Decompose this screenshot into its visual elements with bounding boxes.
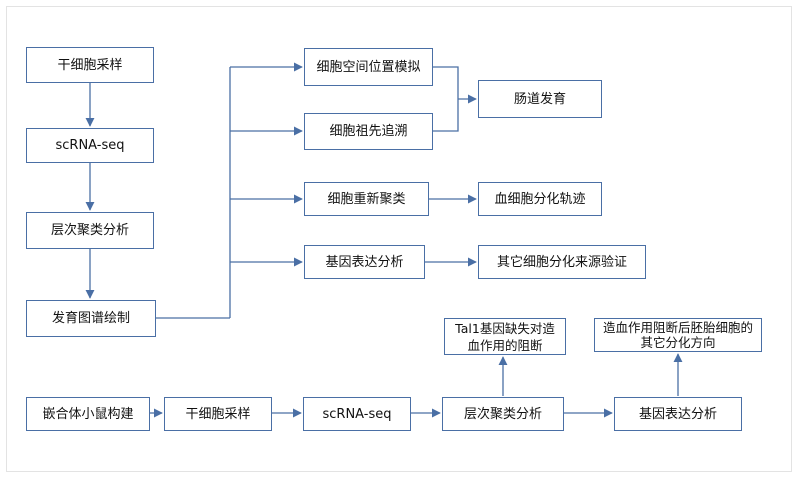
node-chimeric-mouse: 嵌合体小鼠构建 xyxy=(26,397,150,431)
node-scrna-seq: scRNA-seq xyxy=(26,128,154,163)
node-scrna-seq-2: scRNA-seq xyxy=(303,397,411,431)
node-hierarchical-clustering: 层次聚类分析 xyxy=(26,212,154,249)
node-reclustering: 细胞重新聚类 xyxy=(304,182,429,216)
node-gene-expression-analysis: 基因表达分析 xyxy=(304,245,425,279)
node-intestinal-development: 肠道发育 xyxy=(478,80,602,118)
node-stem-cell-sampling-2: 干细胞采样 xyxy=(164,397,272,431)
node-hierarchical-clustering-2: 层次聚类分析 xyxy=(442,397,564,431)
node-other-cell-origin-validation: 其它细胞分化来源验证 xyxy=(478,245,646,279)
node-spatial-position-simulation: 细胞空间位置模拟 xyxy=(304,48,433,86)
node-stem-cell-sampling: 干细胞采样 xyxy=(26,47,154,83)
node-blood-cell-trajectory: 血细胞分化轨迹 xyxy=(478,182,602,216)
node-gene-expression-analysis-2: 基因表达分析 xyxy=(614,397,742,431)
merge-b1 xyxy=(433,66,459,132)
node-alternative-differentiation: 造血作用阻断后胚胎细胞的其它分化方向 xyxy=(594,318,762,352)
node-development-atlas: 发育图谱绘制 xyxy=(26,300,156,337)
node-tal1-deletion-effect: Tal1基因缺失对造血作用的阻断 xyxy=(444,318,566,355)
node-ancestor-tracing: 细胞祖先追溯 xyxy=(304,113,433,150)
